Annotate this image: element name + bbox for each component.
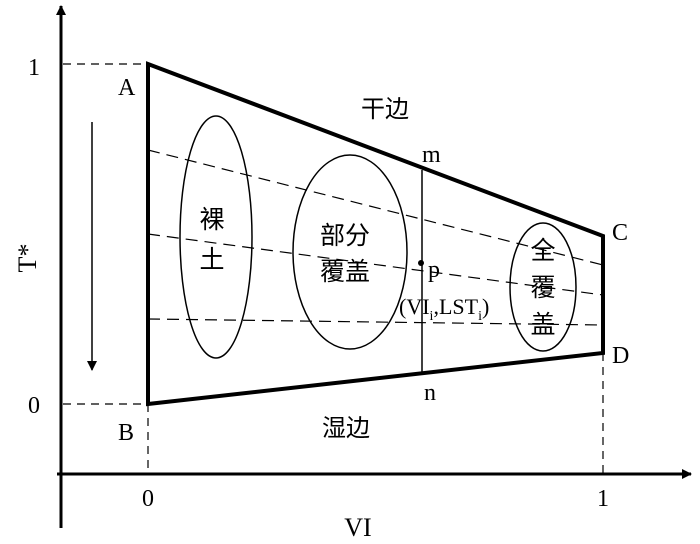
point-label-p: p: [428, 257, 440, 283]
point-label-d: D: [612, 343, 629, 369]
point-label-a: A: [118, 75, 136, 101]
bare-soil-ellipse: [179, 115, 253, 359]
bare-soil-label-line2: 土: [199, 245, 224, 274]
y-tick-0: 0: [28, 393, 40, 419]
y-tick-1: 1: [28, 55, 40, 81]
full-cover-label-line1: 全: [530, 236, 555, 265]
partial-cover-label-line1: 部分: [320, 221, 370, 250]
isolines: [147, 149, 604, 326]
point-p-coordinate: (VIi,LSTi): [399, 294, 489, 324]
full-cover-label-line3: 盖: [530, 310, 555, 339]
x-axis-label: VI: [344, 513, 371, 542]
full-cover-label-line2: 覆: [530, 273, 555, 302]
partial-cover-ellipse: [292, 154, 408, 350]
y-axis-label: T*: [13, 244, 42, 273]
axis-guides: [63, 63, 604, 474]
wet-edge-label: 湿边: [322, 414, 370, 442]
x-tick-1: 1: [597, 486, 609, 512]
dry-edge-label: 干边: [361, 95, 409, 123]
partial-cover-label-line2: 覆盖: [320, 257, 370, 286]
point-label-b: B: [118, 420, 134, 446]
bare-soil-label-line1: 裸: [199, 205, 224, 234]
full-cover-ellipse: [509, 222, 577, 352]
point-label-c: C: [612, 220, 628, 246]
point-p-marker: [418, 260, 424, 266]
trapezoid-feature-space: [146, 61, 605, 407]
x-tick-0: 0: [142, 486, 154, 512]
point-label-m: m: [422, 142, 441, 168]
point-label-n: n: [424, 380, 436, 406]
